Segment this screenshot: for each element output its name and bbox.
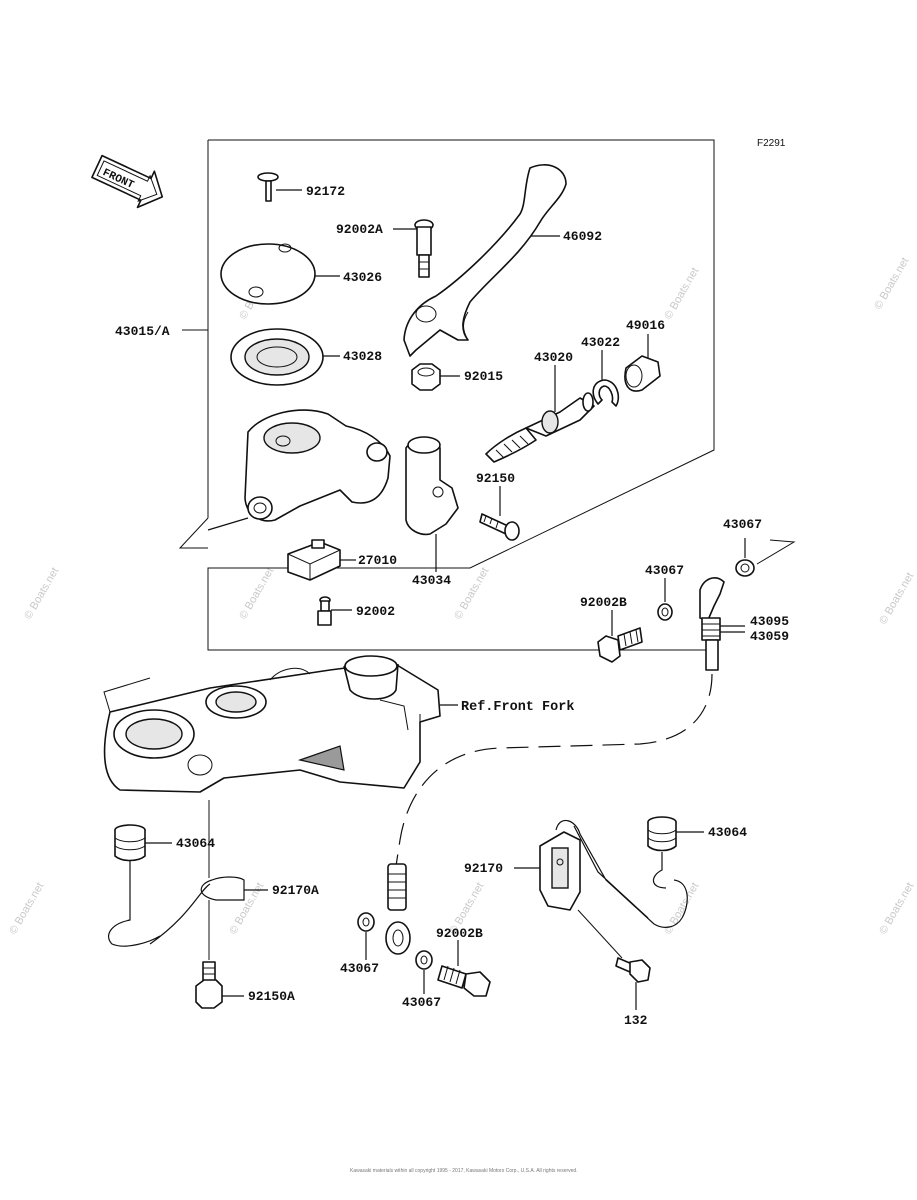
front-fork-bracket bbox=[103, 655, 458, 793]
part-92015-nut bbox=[411, 363, 460, 391]
callout-92002B-top: 92002B bbox=[580, 595, 627, 610]
watermark: © Boats.net bbox=[877, 881, 916, 937]
part-43067-washer-mid bbox=[657, 578, 673, 621]
watermark: © Boats.net bbox=[877, 571, 916, 627]
part-92150A-bolt bbox=[195, 961, 244, 1009]
callout-43028: 43028 bbox=[343, 349, 382, 364]
callout-43067-c: 43067 bbox=[340, 961, 379, 976]
watermark: © Boats.net bbox=[662, 266, 701, 322]
callout-92015: 92015 bbox=[464, 369, 503, 384]
callout-132: 132 bbox=[624, 1013, 648, 1028]
watermark: © Boats.net bbox=[237, 566, 276, 622]
part-lower-banjo bbox=[385, 863, 411, 955]
watermark: © Boats.net bbox=[662, 881, 701, 937]
callout-43020: 43020 bbox=[534, 350, 573, 365]
reference-front-fork: Ref.Front Fork bbox=[461, 700, 574, 715]
watermark: © Boats.net bbox=[872, 256, 911, 312]
callout-labels: 92172 92002A 46092 43026 43015/A 49016 4… bbox=[115, 184, 789, 1028]
part-43064-damper-right bbox=[647, 816, 704, 889]
watermark: © Boats.net bbox=[227, 881, 266, 937]
part-46092-lever bbox=[403, 164, 567, 357]
part-master-cylinder-body bbox=[207, 409, 391, 531]
part-43022-circlip bbox=[592, 350, 620, 407]
part-92002B-bolt-top bbox=[597, 610, 643, 663]
callout-27010: 27010 bbox=[358, 553, 397, 568]
callout-43026: 43026 bbox=[343, 270, 382, 285]
callout-43034: 43034 bbox=[412, 573, 451, 588]
callout-92002: 92002 bbox=[356, 604, 395, 619]
figure-code: F2291 bbox=[757, 138, 786, 149]
part-43026-cap bbox=[220, 243, 340, 305]
callout-43015A: 43015/A bbox=[115, 324, 170, 339]
part-43034-holder bbox=[405, 436, 459, 572]
watermark: © Boats.net bbox=[452, 566, 491, 622]
callout-43059: 43059 bbox=[750, 629, 789, 644]
part-92150-bolt bbox=[479, 486, 520, 541]
part-92002-screw bbox=[317, 596, 352, 626]
callout-49016: 49016 bbox=[626, 318, 665, 333]
callout-92150A: 92150A bbox=[248, 989, 295, 1004]
callout-43064-right: 43064 bbox=[708, 825, 747, 840]
part-92002B-bolt-bottom bbox=[437, 940, 491, 997]
brake-hose-line bbox=[395, 673, 713, 867]
part-43067-washer-low-right bbox=[415, 950, 433, 994]
callout-46092: 46092 bbox=[563, 229, 602, 244]
assembly-outline bbox=[178, 139, 715, 651]
callout-43067-a: 43067 bbox=[723, 517, 762, 532]
callout-92170A: 92170A bbox=[272, 883, 319, 898]
callout-43067-d: 43067 bbox=[402, 995, 441, 1010]
watermark: © Boats.net bbox=[7, 881, 46, 937]
part-92002A-bolt bbox=[393, 219, 434, 278]
part-43020-piston bbox=[485, 365, 595, 463]
part-27010-switch bbox=[287, 539, 356, 581]
part-43028-diaphragm bbox=[230, 328, 340, 386]
callout-43064-left: 43064 bbox=[176, 836, 215, 851]
part-49016-boot bbox=[624, 334, 661, 392]
part-43067-washer-top bbox=[735, 538, 796, 577]
part-43064-damper-left bbox=[114, 824, 172, 862]
callout-92172: 92172 bbox=[306, 184, 345, 199]
callout-43067-b: 43067 bbox=[645, 563, 684, 578]
part-92170-hose-clamp bbox=[514, 819, 688, 959]
callout-92002A: 92002A bbox=[336, 222, 383, 237]
front-arrow-icon: FRONT bbox=[91, 154, 164, 209]
part-43095-hose-fitting bbox=[699, 577, 745, 671]
callout-92150: 92150 bbox=[476, 471, 515, 486]
part-43067-washer-low-left bbox=[357, 912, 375, 960]
footer-copyright: Kawasaki materials within all copyright … bbox=[350, 1168, 578, 1174]
callout-92002B-bottom: 92002B bbox=[436, 926, 483, 941]
part-92170A-clip bbox=[108, 800, 268, 960]
watermark: © Boats.net bbox=[22, 566, 61, 622]
callout-43022: 43022 bbox=[581, 335, 620, 350]
part-92172-screw bbox=[257, 172, 302, 202]
part-132-bolt bbox=[615, 957, 651, 1010]
callout-43095: 43095 bbox=[750, 614, 789, 629]
callout-92170: 92170 bbox=[464, 861, 503, 876]
